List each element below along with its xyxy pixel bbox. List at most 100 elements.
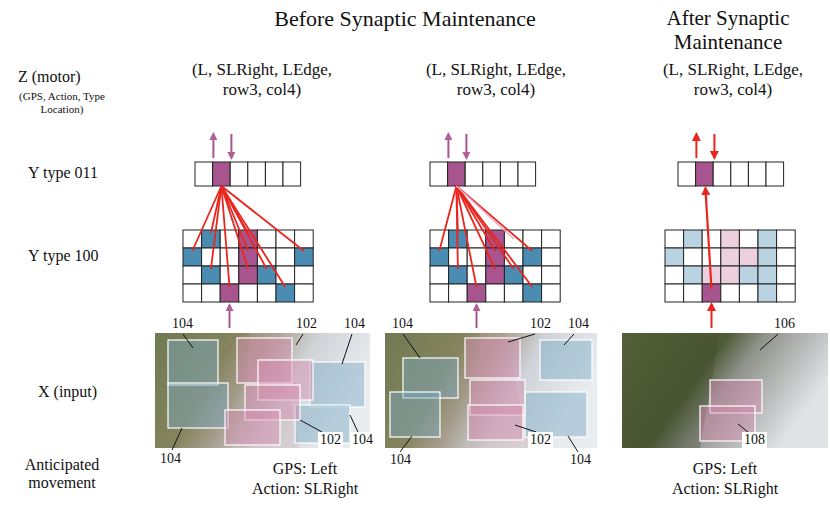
neuron-cell (684, 248, 703, 266)
receptive-field (310, 362, 365, 407)
motor-arrow (695, 134, 697, 158)
neuron-cell (721, 230, 740, 248)
neuron-cell (257, 230, 276, 248)
neuron-cell (777, 284, 796, 302)
callout-number: 104 (388, 452, 413, 468)
neuron-cell (183, 266, 202, 284)
callout-number: 104 (350, 432, 375, 448)
neuron-cell (500, 162, 518, 186)
callout-number: 104 (342, 316, 367, 332)
synapse-line (439, 186, 456, 251)
neuron-cell (758, 284, 777, 302)
neuron-cell (430, 230, 449, 248)
input-arrow (711, 304, 713, 328)
neuron-cell (467, 230, 486, 248)
neuron-cell (542, 248, 561, 266)
leader-line (342, 334, 352, 364)
neuron-cell (684, 266, 703, 284)
neuron-cell (731, 162, 749, 186)
neuron-cell (766, 162, 784, 186)
neuron-cell (777, 248, 796, 266)
motor-state: (L, SLRight, LEdge, row3, col4) (644, 60, 822, 99)
motor-state: (L, SLRight, LEdge, row3, col4) (407, 60, 585, 99)
callout-number: 108 (742, 432, 767, 448)
neuron-cell (542, 284, 561, 302)
anticipated-gps: GPS: Left (650, 460, 800, 478)
column-heading: Before Synaptic Maintenance (215, 6, 595, 31)
input-arrow (229, 305, 231, 328)
synapse-line (221, 186, 285, 287)
neuron-cell (465, 162, 483, 186)
receptive-field (168, 383, 228, 428)
synapse-line (221, 186, 229, 287)
synapse-line (211, 186, 222, 269)
neuron-cell (430, 162, 448, 186)
leader-line (568, 436, 578, 452)
leader-line (183, 334, 193, 348)
neuron-cell (430, 266, 449, 284)
anticipated-action: Action: SLRight (230, 480, 380, 498)
callout-number: 104 (390, 316, 415, 332)
road-photo (155, 333, 370, 448)
neuron-cell (467, 266, 486, 284)
neuron-cell (239, 284, 258, 302)
layer-label: Z (motor) (18, 68, 81, 86)
neuron-cell (702, 230, 721, 248)
neuron-cell (777, 266, 796, 284)
neuron-cell (220, 248, 239, 266)
callout-number: 102 (294, 316, 319, 332)
neuron-cell (276, 230, 295, 248)
column-heading: After Synaptic Maintenance (648, 6, 808, 54)
neuron-cell (665, 230, 684, 248)
neuron-cell (449, 284, 468, 302)
neuron-cell (684, 230, 703, 248)
neuron-cell (486, 284, 505, 302)
receptive-field (540, 340, 592, 380)
neuron-cell (665, 248, 684, 266)
synapse-line (221, 186, 304, 251)
motor-state: (L, SLRight, LEdge, row3, col4) (173, 60, 351, 99)
neuron-cell (523, 266, 542, 284)
anticipated-action: Action: SLRight (650, 480, 800, 498)
callout-number: 102 (528, 316, 553, 332)
leader-line (564, 334, 574, 345)
leader-line (400, 436, 412, 452)
neuron-cell (542, 266, 561, 284)
neuron-cell (696, 162, 714, 186)
neuron-cell (665, 284, 684, 302)
neuron-cell (295, 284, 314, 302)
synapse-arrow (705, 188, 711, 289)
callout-number: 102 (318, 432, 343, 448)
weak-synapse-line (456, 186, 513, 239)
neuron-cell (183, 230, 202, 248)
neuron-cell (202, 284, 221, 302)
neuron-cell (739, 248, 758, 266)
road-photo (385, 333, 597, 448)
neuron-cell (483, 162, 501, 186)
neuron-cell (283, 162, 301, 186)
neuron-cell (739, 266, 758, 284)
neuron-cell (183, 284, 202, 302)
callout-number: 102 (528, 432, 553, 448)
leader-line (508, 334, 535, 342)
road-photo (622, 333, 828, 448)
neuron-cell (684, 284, 703, 302)
synapse-line (221, 186, 266, 269)
neuron-cell (721, 266, 740, 284)
synapse-line (456, 186, 532, 287)
receptive-field (168, 340, 218, 385)
neuron-cell (276, 266, 295, 284)
receptive-field (468, 405, 523, 440)
layer-label: Y type 100 (28, 247, 99, 265)
callout-number: 106 (772, 316, 797, 332)
neuron-cell (248, 162, 266, 186)
callout-number: 104 (158, 451, 183, 467)
neuron-cell (721, 284, 740, 302)
neuron-cell (295, 266, 314, 284)
leader-line (350, 415, 358, 432)
anticipated-gps: GPS: Left (230, 460, 380, 478)
callout-number: 104 (568, 452, 593, 468)
neuron-cell (758, 248, 777, 266)
neuron-cell (504, 284, 523, 302)
leader-line (760, 334, 778, 350)
